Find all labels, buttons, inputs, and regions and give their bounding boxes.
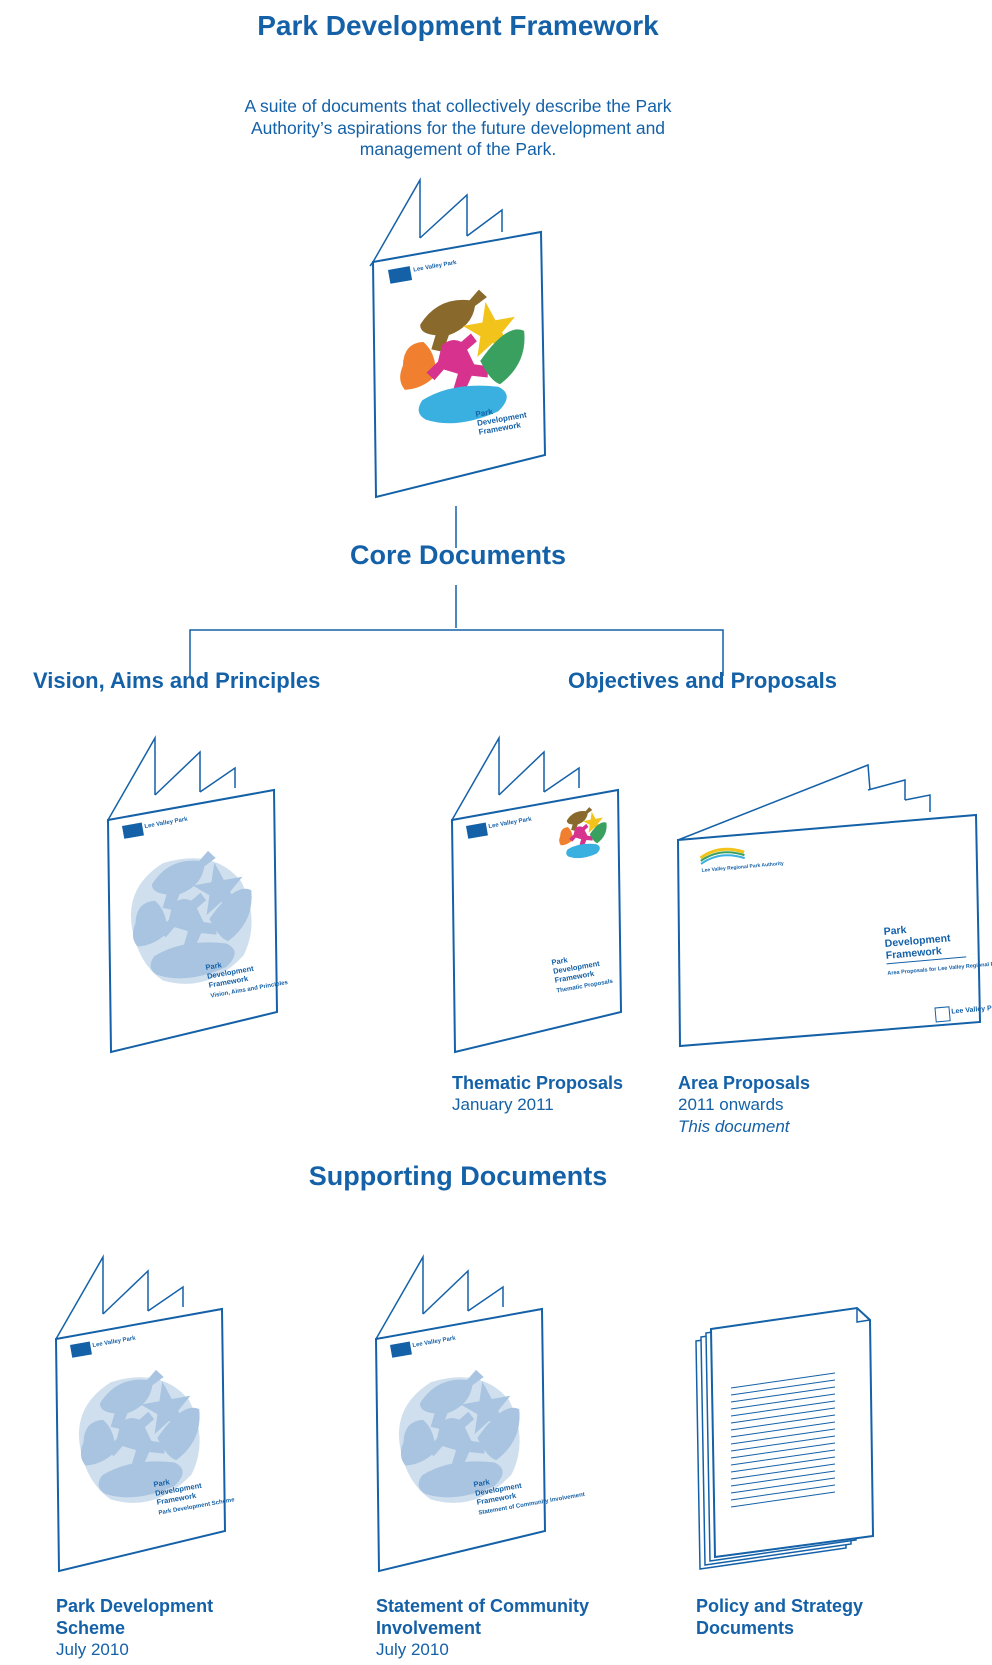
booklet-thematic-proposals: Lee Valley Park Park Development Framewo…: [450, 735, 623, 1054]
caption-scheme: Park Development Scheme July 2010: [56, 1595, 213, 1661]
vision-heading: Vision, Aims and Principles: [33, 668, 321, 693]
caption-thematic: Thematic Proposals January 2011: [452, 1072, 623, 1116]
svg-text:Park: Park: [153, 1477, 171, 1489]
svg-text:Development: Development: [884, 932, 951, 950]
caption-title: Documents: [696, 1618, 795, 1638]
objectives-heading: Objectives and Proposals: [568, 668, 837, 693]
caption-date: 2011 onwards: [678, 1095, 784, 1114]
text-line: [730, 1386, 836, 1403]
text-line: [730, 1428, 836, 1445]
text-line: [730, 1477, 836, 1494]
text-line: [730, 1393, 836, 1410]
caption-date: January 2011: [452, 1095, 554, 1114]
text-line: [730, 1491, 836, 1508]
connector-bracket: [189, 629, 724, 676]
svg-text:Park: Park: [205, 960, 223, 972]
booklet-vision-aims-principles: Lee Valley Park Park Development Framewo…: [106, 735, 289, 1054]
text-line: [730, 1484, 836, 1501]
svg-text:Park: Park: [551, 955, 569, 967]
svg-text:Park: Park: [473, 1477, 491, 1489]
booklet-park-development-scheme: Lee Valley Park Park Development Framewo…: [54, 1254, 236, 1573]
page-title: Park Development Framework: [257, 10, 659, 41]
text-line: [730, 1421, 836, 1438]
text-line: [730, 1435, 836, 1452]
caption-title: Scheme: [56, 1618, 126, 1638]
caption-title: Area Proposals: [678, 1073, 811, 1093]
core-documents-heading: Core Documents: [349, 540, 567, 570]
text-line: [730, 1456, 836, 1473]
supporting-documents-heading: Supporting Documents: [308, 1161, 608, 1191]
caption-policy: Policy and Strategy Documents: [696, 1595, 863, 1639]
text-line: [730, 1470, 836, 1487]
svg-text:Park: Park: [883, 924, 907, 938]
text-line: [730, 1442, 836, 1459]
caption-sci: Statement of Community Involvement July …: [376, 1595, 589, 1661]
text-line: [730, 1372, 836, 1389]
booklet-statement-community-involvement: Lee Valley Park Park Development Framewo…: [374, 1254, 585, 1573]
svg-text:Park: Park: [475, 407, 494, 419]
text-line: [730, 1407, 836, 1424]
intro-text: A suite of documents that collectively d…: [244, 96, 672, 159]
text-line: [730, 1449, 836, 1466]
caption-note: This document: [678, 1117, 790, 1136]
text-line: [730, 1414, 836, 1431]
text-lines: [730, 1372, 836, 1508]
svg-text:Framework: Framework: [885, 945, 942, 962]
text-line: [730, 1400, 836, 1417]
caption-title: Statement of Community: [376, 1596, 590, 1616]
caption-date: July 2010: [376, 1640, 449, 1659]
caption-title: Policy and Strategy: [696, 1596, 864, 1616]
text-line: [730, 1463, 836, 1480]
booklet-park-development-framework: Lee Valley Park Park Development Framewo…: [369, 177, 547, 499]
caption-title: Thematic Proposals: [452, 1073, 624, 1093]
caption-date: July 2010: [56, 1640, 129, 1659]
caption-title: Park Development: [56, 1596, 214, 1616]
caption-title: Involvement: [376, 1618, 482, 1638]
text-line: [730, 1379, 836, 1396]
policy-documents-stack: [695, 1306, 875, 1570]
svg-text:Lee Valley Park: Lee Valley Park: [951, 1004, 992, 1015]
booklet-area-proposals: Lee Valley Regional Park Authority Park …: [676, 763, 992, 1048]
caption-area: Area Proposals 2011 onwards This documen…: [678, 1072, 810, 1138]
